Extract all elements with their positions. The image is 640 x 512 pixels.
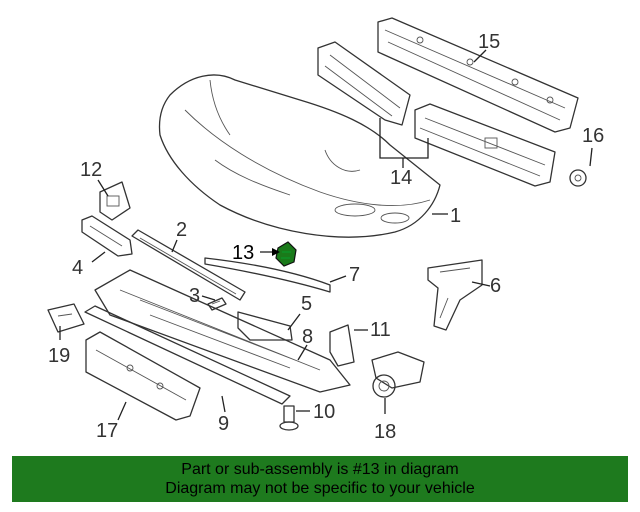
callout-6: 6 <box>490 275 501 297</box>
callout-15: 15 <box>478 31 500 53</box>
part-19-tow-hook-cover <box>47 303 85 333</box>
callout-7: 7 <box>349 264 360 286</box>
part-3-screw <box>207 297 227 311</box>
leader-lines <box>59 49 593 421</box>
part-6-side-bracket <box>427 259 483 331</box>
part-7-molding <box>204 257 331 293</box>
callout-16: 16 <box>582 125 604 147</box>
callout-10: 10 <box>313 401 335 423</box>
part-14-energy-absorber-lower <box>414 103 556 187</box>
part-10-bolt <box>279 405 299 431</box>
part-2-reinforcement <box>131 229 246 301</box>
part-11-bracket <box>329 324 355 367</box>
callout-13: 13 <box>232 242 254 264</box>
part-1-bumper-cover <box>158 74 441 238</box>
callout-11: 11 <box>370 319 391 341</box>
callout-5: 5 <box>301 293 312 315</box>
part-14-energy-absorber-upper <box>317 41 411 126</box>
callout-17: 17 <box>96 420 118 442</box>
part-16-clip <box>569 169 587 187</box>
parts-diagram: 1 2 3 4 5 6 7 8 9 10 11 12 13 14 15 16 1… <box>47 17 604 443</box>
part-17-license-bracket <box>85 331 201 421</box>
callout-12: 12 <box>80 159 102 181</box>
part-18-parking-sensor <box>371 351 425 398</box>
banner-line-1: Part or sub-assembly is #13 in diagram <box>181 461 459 478</box>
part-15-impact-bar <box>377 17 579 133</box>
callout-18: 18 <box>374 421 396 443</box>
part-4-reflector <box>81 215 133 257</box>
part-9-spoiler <box>84 305 291 405</box>
callout-19: 19 <box>48 345 70 367</box>
callout-8: 8 <box>302 326 313 348</box>
callout-14: 14 <box>390 167 412 189</box>
callout-1: 1 <box>450 205 461 227</box>
arrow-13-icon <box>272 248 280 256</box>
part-5-bracket <box>237 311 293 341</box>
part-13-highlighted-clip <box>275 241 297 267</box>
callout-4: 4 <box>72 257 83 279</box>
banner-line-2: Diagram may not be specific to your vehi… <box>165 480 475 497</box>
callout-2: 2 <box>176 219 187 241</box>
info-banner: Part or sub-assembly is #13 in diagram D… <box>12 456 628 502</box>
callout-9: 9 <box>218 413 229 435</box>
part-8-undertray <box>94 269 351 393</box>
part-12-bracket <box>99 181 131 221</box>
callout-3: 3 <box>189 285 200 307</box>
